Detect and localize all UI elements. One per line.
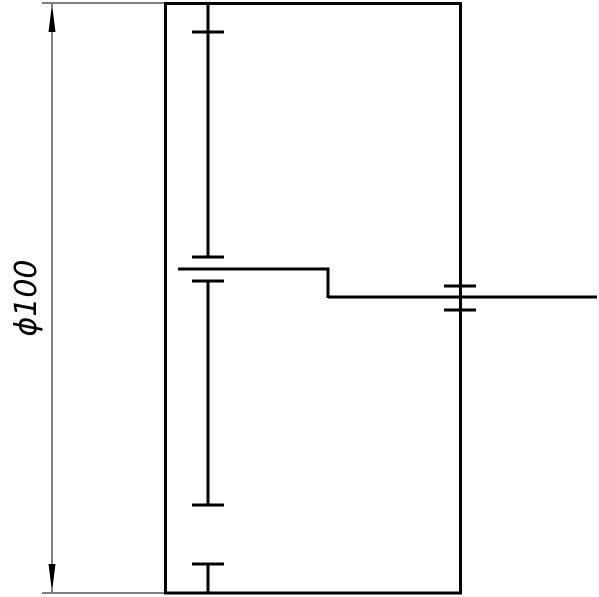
dimension-arrow-bottom: [48, 564, 56, 592]
diameter-dimension-label: ϕ100: [9, 259, 44, 336]
dimension-arrow-top: [48, 4, 56, 32]
